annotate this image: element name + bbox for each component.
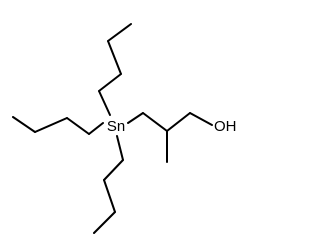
bond-upper-butyl-3: [107, 40, 122, 75]
bond-ch-ch2oh: [166, 112, 191, 132]
chemical-structure-diagram: Sn OH: [12, 23, 237, 234]
hydroxypropyl-chain: [127, 112, 213, 163]
butyl-chain-upper: [98, 23, 132, 116]
butyl-chain-left: [12, 116, 104, 135]
bond-sn-lower-butyl-1: [116, 135, 124, 161]
bond-left-butyl-2: [66, 117, 90, 135]
bond-ch2-oxygen: [189, 112, 213, 126]
bond-upper-butyl-4: [107, 23, 132, 42]
bond-ch2-ch: [142, 112, 168, 132]
bond-sn-upper-butyl-1: [98, 90, 111, 116]
bond-left-butyl-3: [34, 117, 68, 133]
bond-sn-left-butyl-1: [88, 122, 104, 135]
bond-sn-ch2: [127, 112, 144, 124]
hydroxyl-group-label: OH: [214, 118, 237, 135]
bond-lower-butyl-4: [93, 211, 116, 234]
bond-lower-butyl-2: [103, 159, 124, 181]
tin-atom-label: Sn: [107, 118, 125, 135]
bond-upper-butyl-2: [98, 73, 122, 92]
bond-lower-butyl-3: [103, 179, 116, 213]
bond-left-butyl-4: [12, 116, 36, 133]
butyl-chain-lower: [93, 135, 124, 234]
